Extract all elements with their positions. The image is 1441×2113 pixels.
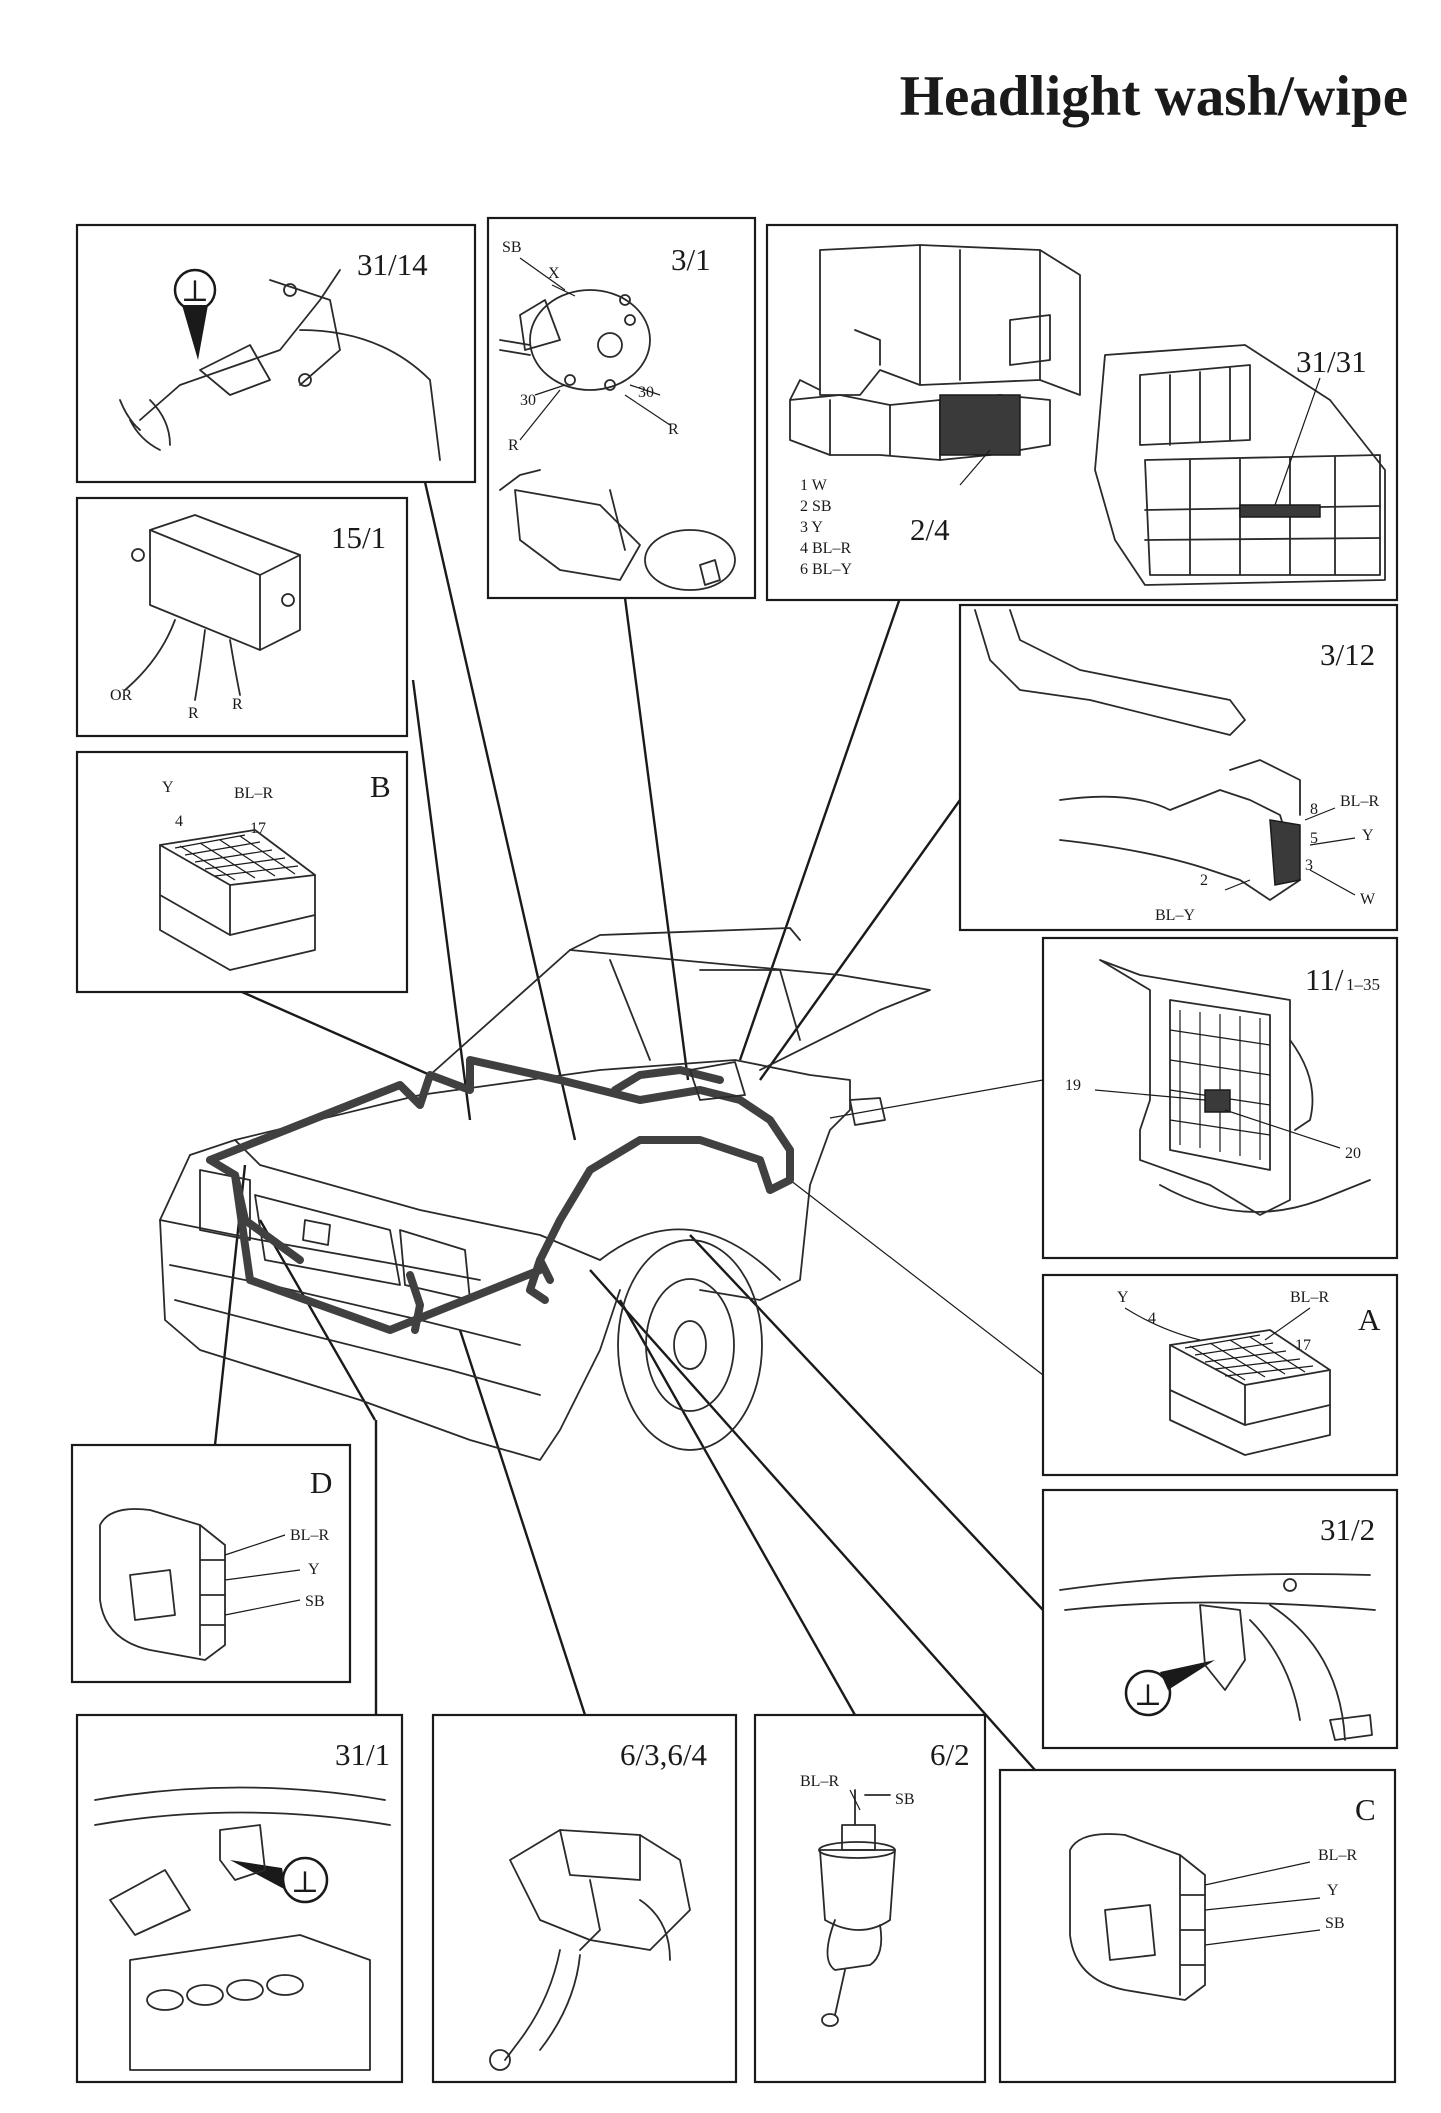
svg-text:R: R	[668, 421, 679, 438]
svg-text:Y: Y	[162, 779, 174, 796]
ground-symbol: ⊥	[1134, 1679, 1162, 1712]
panel-id-2: 31/31	[1296, 344, 1367, 379]
panel-31-2: 31/2 ⊥	[1041, 1488, 1399, 1750]
svg-text:SB: SB	[895, 1791, 915, 1808]
panel-id: 11/	[1305, 962, 1344, 997]
ground-symbol: ⊥	[291, 1866, 319, 1899]
panel-3-12: 3/12 8 5 3 2 BL–R Y W BL–Y	[958, 603, 1399, 932]
leader-lines	[213, 481, 1044, 1771]
panel-6-3-6-4: 6/3,6/4	[431, 1713, 738, 2084]
svg-text:BL–R: BL–R	[1340, 793, 1379, 810]
svg-text:19: 19	[1065, 1077, 1081, 1094]
ground-icon	[1124, 1669, 1172, 1717]
svg-text:BL–R: BL–R	[290, 1527, 329, 1544]
panel-3-1: 3/1 SB X 30 30 R R	[486, 216, 757, 600]
svg-text:Y: Y	[1327, 1882, 1339, 1899]
svg-text:BL–R: BL–R	[800, 1773, 839, 1790]
svg-text:3 Y: 3 Y	[800, 519, 823, 536]
svg-text:SB: SB	[305, 1593, 325, 1610]
svg-text:6 BL–Y: 6 BL–Y	[800, 561, 852, 578]
svg-text:20: 20	[1345, 1145, 1361, 1162]
panel-31-1: 31/1 ⊥	[75, 1713, 404, 2084]
panel-id: A	[1358, 1302, 1381, 1337]
page-title: Headlight wash/wipe	[900, 65, 1408, 128]
panel-D: D BL–R Y SB	[70, 1443, 352, 1684]
panel-A: A Y 4 BL–R 17	[1041, 1273, 1399, 1477]
panel-id: 31/2	[1320, 1512, 1375, 1547]
svg-text:R: R	[188, 705, 199, 722]
svg-text:4: 4	[175, 813, 183, 830]
svg-text:Y: Y	[308, 1561, 320, 1578]
svg-text:OR: OR	[110, 687, 133, 704]
panel-id: 3/1	[671, 242, 711, 277]
svg-text:BL–R: BL–R	[1318, 1847, 1357, 1864]
svg-text:SB: SB	[1325, 1915, 1345, 1932]
panel-id: 31/14	[357, 247, 428, 282]
ground-symbol: ⊥	[181, 275, 209, 308]
fuse-19-20	[1204, 1089, 1231, 1113]
svg-text:SB: SB	[502, 239, 522, 256]
panel-id: 31/1	[335, 1737, 390, 1772]
panel-id: 6/2	[930, 1737, 970, 1772]
panel-15-1: 15/1 OR R R	[75, 496, 409, 738]
panel-id: 15/1	[331, 520, 386, 555]
svg-text:1 W: 1 W	[800, 477, 828, 494]
panel-6-2: 6/2 BL–R SB	[753, 1713, 987, 2084]
car-illustration	[159, 927, 931, 1461]
panel-2-4: 2/4 31/31 1 W 2 SB 3 Y 4 BL–R 6 BL–Y	[765, 223, 1399, 602]
svg-text:R: R	[232, 696, 243, 713]
svg-text:1–35: 1–35	[1346, 975, 1380, 994]
svg-text:30: 30	[638, 384, 654, 401]
svg-text:Y: Y	[1362, 827, 1374, 844]
svg-text:3: 3	[1305, 857, 1313, 874]
svg-text:4 BL–R: 4 BL–R	[800, 540, 851, 557]
svg-text:W: W	[1360, 891, 1376, 908]
svg-text:8: 8	[1310, 801, 1318, 818]
svg-text:2 SB: 2 SB	[800, 498, 832, 515]
svg-text:BL–R: BL–R	[234, 785, 273, 802]
panel-id: B	[370, 769, 391, 804]
svg-text:2: 2	[1200, 872, 1208, 889]
panel-id: D	[310, 1465, 332, 1500]
panel-id: C	[1355, 1792, 1376, 1827]
panel-id: 3/12	[1320, 637, 1375, 672]
svg-text:4: 4	[1148, 1310, 1156, 1327]
svg-text:BL–R: BL–R	[1290, 1289, 1329, 1306]
svg-text:Y: Y	[1117, 1289, 1129, 1306]
panel-C: C BL–R Y SB	[998, 1768, 1397, 2084]
svg-text:R: R	[508, 437, 519, 454]
svg-text:5: 5	[1310, 830, 1318, 847]
svg-text:30: 30	[520, 392, 536, 409]
panel-id: 6/3,6/4	[620, 1737, 707, 1772]
panel-B: B Y 4 BL–R 17	[75, 750, 409, 994]
relay-2-4	[939, 394, 1021, 456]
svg-text:BL–Y: BL–Y	[1155, 907, 1195, 924]
svg-text:X: X	[548, 265, 560, 282]
svg-text:17: 17	[250, 820, 266, 837]
panel-31-14: 31/14 ⊥	[75, 223, 477, 484]
panel-id: 2/4	[910, 512, 950, 547]
ground-point-31-31	[1239, 504, 1321, 518]
panel-11-1-35: 11/ 1–35 19 20	[1041, 936, 1399, 1260]
